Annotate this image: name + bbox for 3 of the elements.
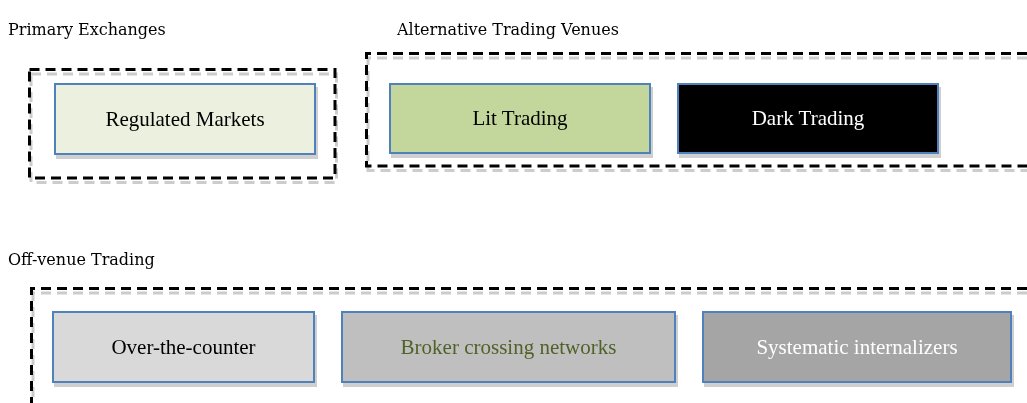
group-heading: Off-venue Trading xyxy=(8,250,155,269)
group-heading: Primary Exchanges xyxy=(8,20,166,39)
group-heading: Alternative Trading Venues xyxy=(397,20,619,39)
